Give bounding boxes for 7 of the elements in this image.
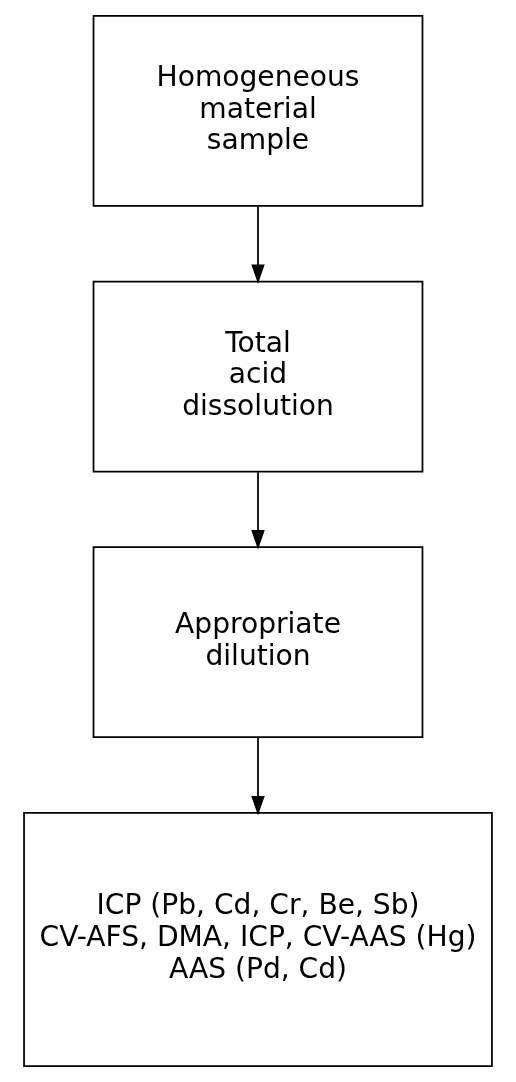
node-box: Appropriate dilution [92,546,424,738]
arrow [251,205,265,284]
node-box: ICP (Pb, Cd, Cr, Be, Sb) CV-AFS, DMA, ICP, CV-AAS (Hg) AAS (Pd, Cd) [23,811,493,1067]
node-box: Homogeneous material sample [92,15,424,207]
arrow [251,471,265,550]
arrow [251,736,265,816]
node-box: Total acid dissolution [92,280,424,473]
